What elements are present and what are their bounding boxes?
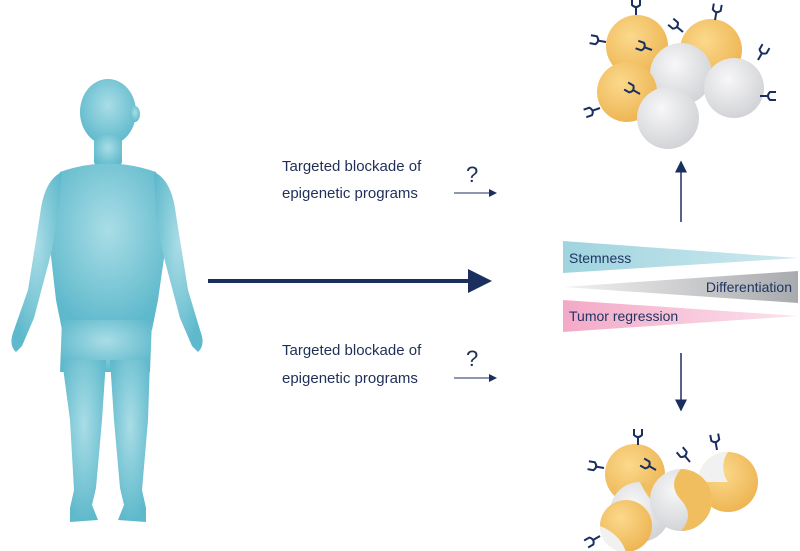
stemness-label: Stemness — [569, 250, 631, 266]
lower-label-line1: Targeted blockade of — [282, 342, 422, 359]
differentiation-wedge — [563, 271, 798, 303]
differentiated-cell-cluster-icon — [583, 428, 758, 551]
differentiation-label: Differentiation — [706, 279, 792, 295]
stemness-wedge — [563, 241, 798, 273]
upper-label-line2: epigenetic programs — [282, 185, 418, 202]
lower-label-line2: epigenetic programs — [282, 370, 418, 387]
human-figure-icon — [11, 79, 203, 522]
stem-cell-cluster-icon — [582, 0, 777, 149]
upper-question-mark: ? — [466, 162, 478, 187]
tumor-regression-label: Tumor regression — [569, 308, 678, 324]
tumor-regression-wedge — [563, 300, 798, 332]
lower-question-mark: ? — [466, 346, 478, 371]
upper-label-line1: Targeted blockade of — [282, 158, 422, 175]
